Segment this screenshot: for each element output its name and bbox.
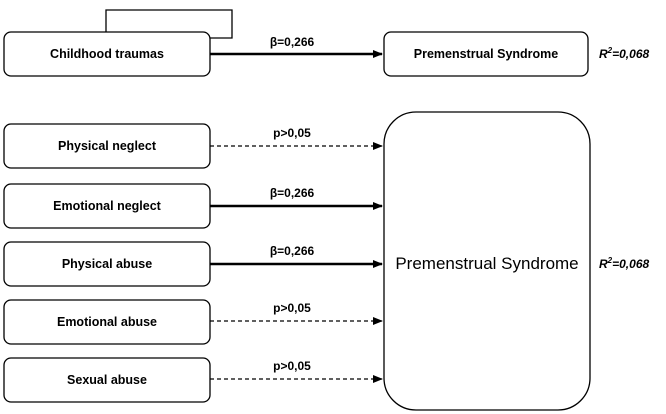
top-pms-label: Premenstrual Syndrome bbox=[414, 47, 559, 61]
bottom-model: Premenstrual Syndrome R2=0,068 Physical … bbox=[3, 111, 649, 411]
bottom-r2-label: R2=0,068 bbox=[599, 256, 649, 271]
self-loop-connector bbox=[105, 9, 233, 66]
emotional-abuse-box bbox=[3, 299, 211, 345]
bottom-pms-box bbox=[383, 111, 591, 411]
physical-neglect-effect-label: p>0,05 bbox=[273, 126, 311, 140]
physical-neglect-label: Physical neglect bbox=[58, 139, 157, 153]
emotional-abuse-label: Emotional abuse bbox=[57, 315, 157, 329]
predictor-physical-abuse: Physical abuse β=0,266 bbox=[3, 241, 383, 287]
sexual-abuse-label: Sexual abuse bbox=[67, 373, 147, 387]
emotional-neglect-label: Emotional neglect bbox=[53, 199, 161, 213]
top-r2-label: R2=0,068 bbox=[599, 46, 649, 61]
top-pms-box bbox=[383, 31, 589, 77]
physical-abuse-label: Physical abuse bbox=[62, 257, 152, 271]
predictor-sexual-abuse: Sexual abuse p>0,05 bbox=[3, 357, 383, 403]
predictor-emotional-abuse: Emotional abuse p>0,05 bbox=[3, 299, 383, 345]
predictor-physical-neglect: Physical neglect p>0,05 bbox=[3, 123, 383, 169]
sexual-abuse-effect-label: p>0,05 bbox=[273, 359, 311, 373]
childhood-traumas-label: Childhood traumas bbox=[50, 47, 164, 61]
sexual-abuse-box bbox=[3, 357, 211, 403]
bottom-pms-label: Premenstrual Syndrome bbox=[395, 254, 578, 273]
emotional-abuse-effect-label: p>0,05 bbox=[273, 301, 311, 315]
top-model: Childhood traumas β=0,266 Premenstrual S… bbox=[3, 9, 649, 77]
top-effect-label: β=0,266 bbox=[270, 35, 315, 49]
predictor-emotional-neglect: Emotional neglect β=0,266 bbox=[3, 183, 383, 229]
emotional-neglect-effect-label: β=0,266 bbox=[270, 186, 315, 200]
physical-abuse-effect-label: β=0,266 bbox=[270, 244, 315, 258]
